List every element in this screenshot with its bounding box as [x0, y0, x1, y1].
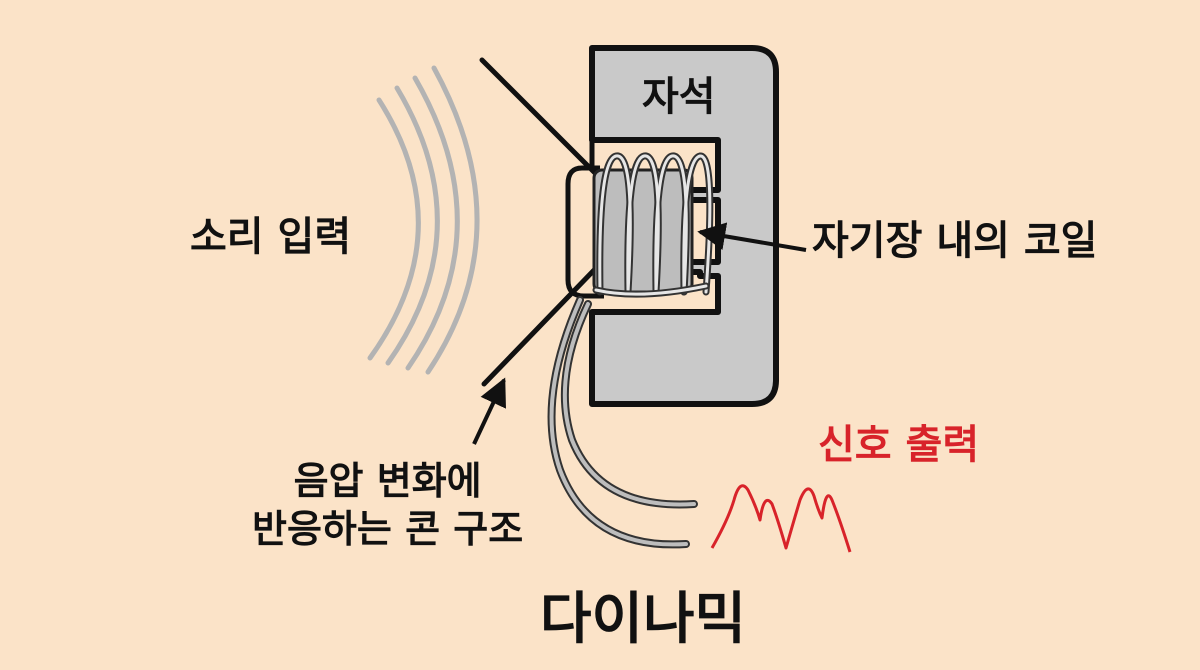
cone-icon	[479, 57, 601, 387]
cone-arrow-icon	[472, 377, 506, 445]
magnet-icon	[589, 45, 779, 407]
coil-icon	[592, 152, 714, 298]
coil-arrow-icon	[697, 222, 807, 252]
cone-lower-line	[481, 263, 601, 387]
magnet-label: 자석	[642, 74, 716, 120]
cone-label-line-2: 반응하는 콘 구조	[252, 506, 524, 551]
coil-former	[565, 165, 604, 299]
diagram-title: 다이나믹	[540, 587, 747, 652]
cone-label: 음압 변화에 반응하는 콘 구조	[252, 458, 523, 553]
cone-label-line-1: 음압 변화에	[293, 459, 482, 503]
sound-wave-arc	[405, 75, 460, 371]
sound-input-label: 소리 입력	[190, 214, 352, 260]
signal-waveform-icon	[710, 484, 852, 553]
sound-wave-icon	[367, 65, 480, 375]
output-wires-icon	[547, 296, 698, 549]
sound-wave-arc	[385, 85, 440, 366]
sound-wave-arc	[367, 97, 421, 361]
coil-core	[592, 168, 694, 294]
sound-wave-arc	[425, 65, 480, 375]
coil-label: 자기장 내의 코일	[812, 218, 1098, 264]
signal-output-label: 신호 출력	[818, 422, 980, 468]
cone-upper-line	[479, 57, 601, 179]
